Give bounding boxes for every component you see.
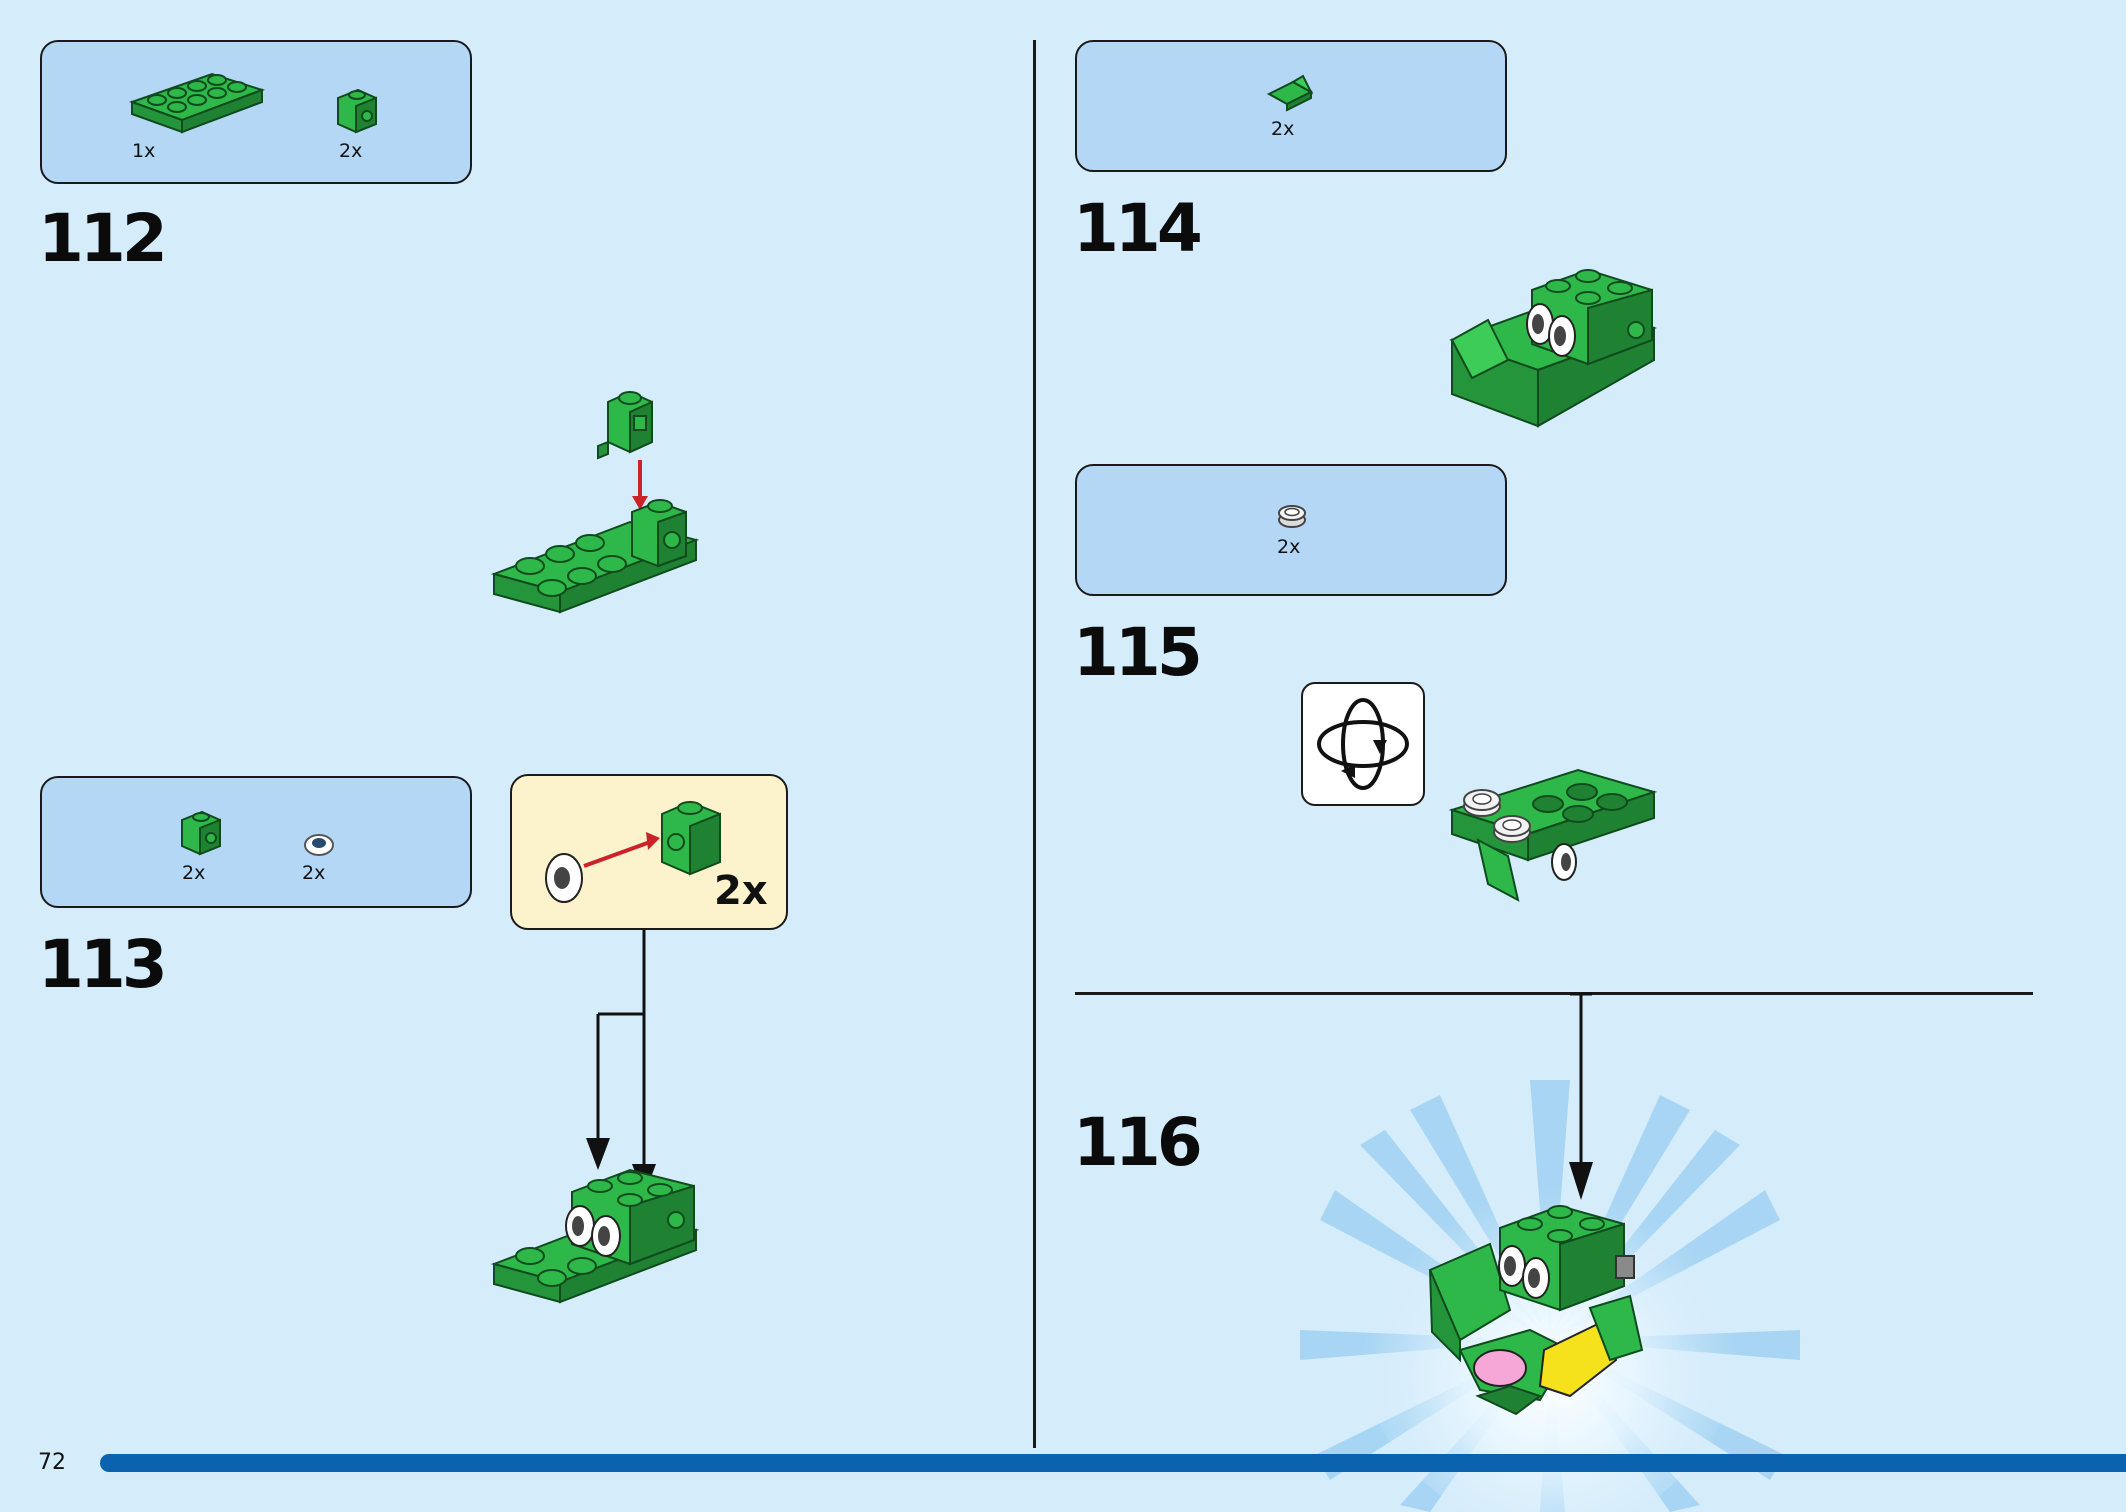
step-115-assembly	[1448, 768, 1658, 902]
step-number-116: 116	[1073, 1104, 1203, 1181]
final-frog-model	[1428, 1204, 1644, 1416]
center-divider	[1033, 40, 1036, 1448]
white-round-plate-icon	[1278, 505, 1306, 528]
parts-box-113: 2x 2x	[40, 776, 472, 908]
callout-arrows	[586, 930, 656, 1196]
step-number-112: 112	[38, 200, 168, 277]
arrow-to-final	[1569, 992, 1593, 1200]
step-113-assembly	[490, 1168, 700, 1304]
green-bracket-brick-icon	[337, 88, 377, 134]
step-divider	[1075, 992, 2033, 995]
step-number-114: 114	[1073, 190, 1203, 267]
part-qty: 2x	[1271, 118, 1295, 140]
callout-qty: 2x	[714, 868, 768, 914]
rotate-model-icon	[1301, 682, 1425, 806]
parts-box-112: 1x 2x	[40, 40, 472, 184]
eye-attach-illustration	[545, 800, 721, 903]
step-114-assembly	[1449, 268, 1657, 428]
part-qty: 1x	[132, 140, 156, 162]
page-number: 72	[38, 1450, 66, 1475]
step-number-113: 113	[38, 926, 168, 1003]
parts-box-114: 2x	[1075, 40, 1507, 172]
sub-assembly-callout: 2x	[510, 774, 788, 930]
green-bracket-brick-icon	[181, 810, 221, 856]
part-qty: 2x	[339, 140, 363, 162]
progress-bar	[100, 1454, 2126, 1472]
green-slope-icon	[1266, 74, 1314, 112]
part-qty: 2x	[1277, 536, 1301, 558]
eye-tile-icon	[304, 834, 334, 856]
step-number-115: 115	[1073, 614, 1203, 691]
part-qty: 2x	[182, 862, 206, 884]
parts-box-115: 2x	[1075, 464, 1507, 596]
part-qty: 2x	[302, 862, 326, 884]
green-plate-2x4-icon	[129, 72, 266, 134]
step-112-assembly	[490, 390, 700, 614]
